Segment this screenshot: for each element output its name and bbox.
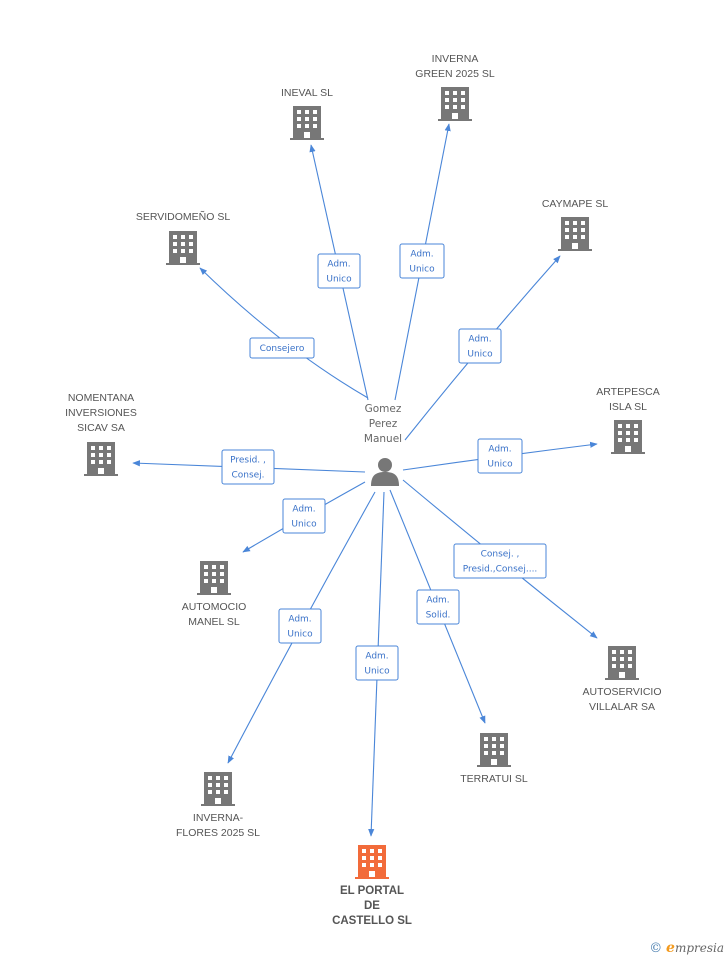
roles-layer: Adm.UnicoAdm.UnicoAdm.UnicoConsejeroAdm.… bbox=[221, 243, 547, 681]
role-badge-ineval[interactable]: Adm. Unico bbox=[317, 253, 361, 289]
role-badge-terratui[interactable]: Adm. Solid. bbox=[416, 589, 460, 625]
building-icon bbox=[290, 106, 324, 140]
company-node-servidomeno[interactable]: SERVIDOMEÑO SL bbox=[136, 210, 230, 265]
role-badge-el-portal[interactable]: Adm. Unico bbox=[355, 645, 399, 681]
role-badge-box bbox=[477, 438, 523, 474]
role-text-line: Unico bbox=[291, 520, 317, 530]
company-label-line: TERRATUI SL bbox=[460, 773, 528, 785]
role-text-line: Adm. bbox=[327, 260, 350, 270]
role-badge-automocio[interactable]: Adm. Unico bbox=[282, 498, 326, 534]
brand-logo-text: mpresia bbox=[674, 941, 724, 955]
company-label-line: AUTOMOCIO bbox=[182, 601, 247, 613]
company-node-automocio[interactable]: AUTOMOCIO MANEL SL bbox=[182, 561, 247, 628]
role-badge-autoservicio[interactable]: Consej. , Presid.,Consej.... bbox=[453, 543, 547, 579]
building-icon bbox=[477, 733, 511, 767]
role-badge-box bbox=[317, 253, 361, 289]
role-text-line: Unico bbox=[487, 460, 513, 470]
role-text-line: Consej. bbox=[231, 471, 264, 481]
role-text-line: Consejero bbox=[260, 344, 305, 354]
company-node-nomentana[interactable]: NOMENTANA INVERSIONES SICAV SA bbox=[65, 392, 137, 476]
company-label-line: INVERSIONES bbox=[65, 407, 137, 419]
company-label-line: EL PORTAL bbox=[340, 885, 404, 897]
company-label-line: MANEL SL bbox=[188, 616, 240, 628]
company-node-inverna-green[interactable]: INVERNA GREEN 2025 SL bbox=[415, 53, 495, 121]
role-badge-box bbox=[416, 589, 460, 625]
company-label-line: ISLA SL bbox=[609, 401, 647, 413]
company-label-line: NOMENTANA bbox=[68, 392, 134, 404]
building-icon bbox=[201, 772, 235, 806]
company-node-caymape[interactable]: CAYMAPE SL bbox=[542, 198, 608, 251]
building-icon bbox=[438, 87, 472, 121]
role-text-line: Unico bbox=[409, 265, 435, 275]
nodes-layer: INEVAL SL INVERNA GREEN 2025 SL CAYMAPE SL S… bbox=[65, 53, 661, 927]
person-name-line-1: Gomez bbox=[365, 403, 402, 415]
company-node-terratui[interactable]: TERRATUI SL bbox=[460, 733, 528, 785]
role-text-line: Adm. bbox=[288, 615, 311, 625]
role-badge-servidomeno[interactable]: Consejero bbox=[249, 337, 315, 359]
building-icon bbox=[197, 561, 231, 595]
building-icon bbox=[166, 231, 200, 265]
person-name-line-2: Perez bbox=[369, 418, 398, 430]
person-name-line-3: Manuel bbox=[364, 433, 402, 445]
company-node-el-portal[interactable]: EL PORTAL DE CASTELLO SL bbox=[332, 845, 412, 927]
company-label-line: FLORES 2025 SL bbox=[176, 827, 260, 839]
company-label-line: SICAV SA bbox=[77, 422, 125, 434]
building-icon bbox=[84, 442, 118, 476]
role-badge-inverna-flores[interactable]: Adm. Unico bbox=[278, 608, 322, 644]
role-badge-box bbox=[282, 498, 326, 534]
company-label-line: INEVAL SL bbox=[281, 87, 333, 99]
building-icon bbox=[611, 420, 645, 454]
role-text-line: Unico bbox=[467, 350, 493, 360]
role-badge-artepesca[interactable]: Adm. Unico bbox=[477, 438, 523, 474]
role-badge-box bbox=[355, 645, 399, 681]
role-badge-box bbox=[249, 337, 315, 359]
role-badge-box bbox=[221, 449, 275, 485]
role-text-line: Adm. bbox=[365, 652, 388, 662]
role-text-line: Adm. bbox=[488, 445, 511, 455]
role-text-line: Adm. bbox=[292, 505, 315, 515]
role-text-line: Unico bbox=[287, 630, 313, 640]
role-badge-nomentana[interactable]: Presid. , Consej. bbox=[221, 449, 275, 485]
brand-logo-initial: e bbox=[666, 940, 675, 956]
role-badge-inverna-green[interactable]: Adm. Unico bbox=[399, 243, 445, 279]
building-icon bbox=[355, 845, 389, 879]
role-text-line: Consej. , bbox=[481, 550, 520, 560]
role-badge-box bbox=[458, 328, 502, 364]
company-label-line: VILLALAR SA bbox=[589, 701, 655, 713]
role-badge-box bbox=[399, 243, 445, 279]
role-badge-box bbox=[278, 608, 322, 644]
role-text-line: Unico bbox=[364, 667, 390, 677]
company-node-ineval[interactable]: INEVAL SL bbox=[281, 87, 333, 140]
building-icon bbox=[605, 646, 639, 680]
person-icon bbox=[371, 458, 399, 486]
role-text-line: Presid.,Consej.... bbox=[463, 565, 538, 575]
company-node-autoservicio[interactable]: AUTOSERVICIO VILLALAR SA bbox=[583, 646, 662, 713]
role-text-line: Adm. bbox=[410, 250, 433, 260]
company-label-line: DE bbox=[364, 900, 380, 912]
company-label-line: GREEN 2025 SL bbox=[415, 68, 495, 80]
company-label-line: INVERNA bbox=[432, 53, 479, 65]
role-badge-caymape[interactable]: Adm. Unico bbox=[458, 328, 502, 364]
role-text-line: Adm. bbox=[426, 596, 449, 606]
role-text-line: Solid. bbox=[426, 611, 451, 621]
company-label-line: INVERNA- bbox=[193, 812, 244, 824]
role-text-line: Adm. bbox=[468, 335, 491, 345]
company-label-line: CASTELLO SL bbox=[332, 915, 412, 927]
company-label-line: AUTOSERVICIO bbox=[583, 686, 662, 698]
center-person-node[interactable]: Gomez Perez Manuel bbox=[364, 403, 402, 486]
copyright-symbol: © bbox=[649, 941, 663, 956]
company-label-line: SERVIDOMEÑO SL bbox=[136, 210, 230, 223]
role-badge-box bbox=[453, 543, 547, 579]
company-node-inverna-flores[interactable]: INVERNA- FLORES 2025 SL bbox=[176, 772, 260, 839]
role-text-line: Unico bbox=[326, 275, 352, 285]
edges-layer bbox=[132, 123, 598, 837]
role-text-line: Presid. , bbox=[230, 456, 266, 466]
company-label-line: CAYMAPE SL bbox=[542, 198, 608, 210]
building-icon bbox=[558, 217, 592, 251]
company-label-line: ARTEPESCA bbox=[596, 386, 659, 398]
footer-brand: © empresia bbox=[649, 940, 724, 956]
company-node-artepesca[interactable]: ARTEPESCA ISLA SL bbox=[596, 386, 660, 454]
